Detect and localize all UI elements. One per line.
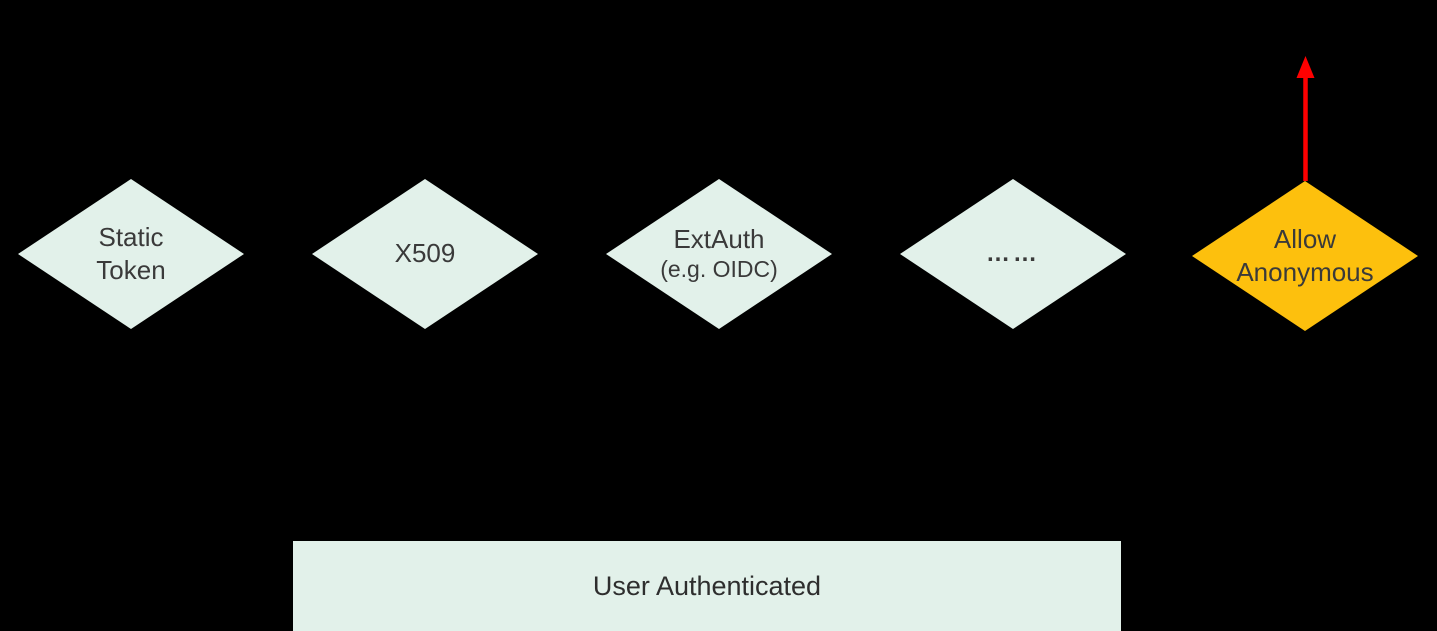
- diamond-x509: X509: [312, 179, 538, 329]
- diamond-allow-anonymous-label-line1: Allow: [1273, 224, 1337, 255]
- diamond-allow-anonymous-label-line2: Anonymous: [1236, 256, 1374, 287]
- diamond-ellipsis: ……: [900, 179, 1126, 329]
- user-authenticated-box: User Authenticated: [293, 541, 1121, 631]
- diamond-allow-anonymous: Allow Anonymous: [1192, 181, 1418, 331]
- diamond-ellipsis-label: ……: [986, 239, 1040, 267]
- diamond-static-token-label-line1: Static: [98, 222, 164, 253]
- user-authenticated-label: User Authenticated: [592, 570, 822, 601]
- red-up-arrow-head: [1296, 56, 1315, 78]
- diamond-static-token: Static Token: [18, 179, 244, 329]
- diamond-extauth-label-line1: ExtAuth: [673, 224, 765, 255]
- red-up-arrow: [1296, 56, 1315, 181]
- diamond-x509-label: X509: [394, 238, 456, 269]
- diamond-static-token-label-line2: Token: [96, 254, 166, 285]
- diamond-extauth: ExtAuth (e.g. OIDC): [606, 179, 832, 329]
- diamond-extauth-label-line2: (e.g. OIDC): [660, 256, 778, 283]
